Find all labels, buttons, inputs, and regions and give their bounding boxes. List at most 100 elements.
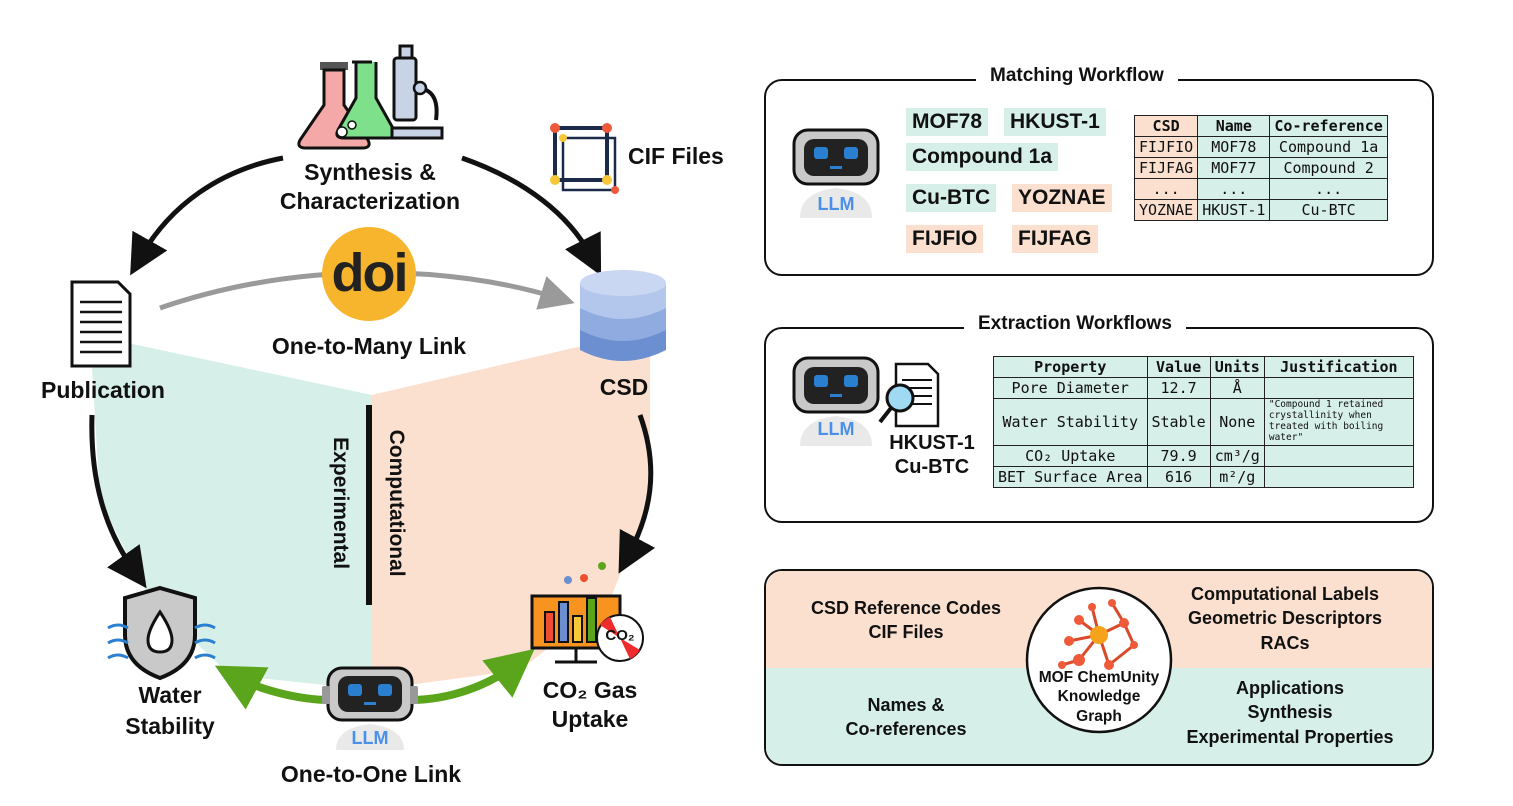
extraction-table: Property Value Units Justification Pore … xyxy=(993,356,1414,488)
cell: ... xyxy=(1269,178,1388,200)
cell: FIJFIO xyxy=(1133,136,1199,158)
kg-tl-line2: CIF Files xyxy=(868,622,944,643)
kg-bottom-right: Applications Synthesis Experimental Prop… xyxy=(1160,676,1420,749)
extraction-llm-label: LLM xyxy=(817,419,855,439)
cell: Compound 2 xyxy=(1269,157,1388,179)
uptake-label: Uptake xyxy=(551,706,629,732)
table-row: FIJFAG MOF77 Compound 2 xyxy=(1133,157,1388,179)
chip-fijfag: FIJFAG xyxy=(1012,225,1098,253)
cell: BET Surface Area xyxy=(993,465,1148,488)
experimental-label: Experimental xyxy=(329,437,353,570)
extraction-title: Extraction Workflows xyxy=(964,313,1186,335)
water-label-line: Water Stability xyxy=(125,682,215,740)
water-stability-label: Water Stability xyxy=(100,680,240,742)
matching-header-row: CSD Name Co-reference xyxy=(1133,115,1388,137)
kg-center-line2: Knowledge xyxy=(1057,688,1141,706)
kg-center-line3: Graph xyxy=(1076,707,1122,725)
cell xyxy=(1263,465,1414,488)
col-name: Name xyxy=(1197,115,1271,137)
extraction-robot-magnifier-icon xyxy=(792,356,940,446)
cell: m²/g xyxy=(1209,465,1265,488)
publication-label: Publication xyxy=(41,377,165,403)
col-csd: CSD xyxy=(1133,115,1199,137)
col-property: Property xyxy=(993,356,1148,378)
cif-files-label: CIF Files xyxy=(628,143,724,169)
robot-icon xyxy=(322,666,418,750)
computational-label: Computational xyxy=(385,429,409,577)
cell: CO₂ Uptake xyxy=(993,444,1148,467)
shield-drop-icon xyxy=(107,585,216,681)
col-justification: Justification xyxy=(1263,356,1414,378)
kg-top-right: Computational Labels Geometric Descripto… xyxy=(1160,582,1410,655)
kg-center-label: MOF ChemUnity Knowledge Graph xyxy=(1024,668,1174,726)
cell: 616 xyxy=(1146,465,1211,488)
doi-icon xyxy=(322,227,416,321)
co2-gas-label: CO₂ Gas xyxy=(542,677,638,703)
cell: Stable xyxy=(1146,398,1211,446)
extraction-material-2: Cu-BTC xyxy=(894,456,970,478)
kg-tr-line3: RACs xyxy=(1260,632,1310,653)
kg-bl-line2: Co-references xyxy=(845,719,967,740)
table-row: FIJFIO MOF78 Compound 1a xyxy=(1133,136,1388,158)
arrow-csd-to-co2 xyxy=(618,414,656,574)
kg-tr-line1: Computational Labels xyxy=(1190,584,1379,604)
microscope-icon xyxy=(390,44,444,140)
table-row: BET Surface Area 616 m²/g xyxy=(993,465,1414,488)
cell: HKUST-1 xyxy=(1197,199,1271,221)
col-units: Units xyxy=(1209,356,1265,378)
extraction-material-1: HKUST-1 xyxy=(889,432,975,454)
csd-label: CSD xyxy=(599,374,649,400)
arrow-llm-to-water xyxy=(214,665,331,710)
arrow-llm-to-co2 xyxy=(409,648,535,704)
synthesis-label: Synthesis & Characterization xyxy=(279,159,461,214)
kg-br-line3: Experimental Properties xyxy=(1186,726,1394,747)
table-row: YOZNAE HKUST-1 Cu-BTC xyxy=(1133,199,1388,221)
cell: YOZNAE xyxy=(1133,199,1199,221)
co2-badge: CO₂ xyxy=(605,627,635,644)
kg-br-line2: Synthesis xyxy=(1247,702,1333,723)
matching-robot-icon xyxy=(792,128,880,218)
table-row: ... ... ... xyxy=(1133,178,1388,200)
arrow-publication-to-water xyxy=(89,414,147,589)
chip-fijfio: FIJFIO xyxy=(906,225,984,253)
matching-llm-label: LLM xyxy=(817,194,855,214)
kg-br-line1: Applications xyxy=(1235,678,1344,698)
cell: MOF77 xyxy=(1197,157,1271,179)
chip-compound1a: Compound 1a xyxy=(906,143,1058,171)
col-value: Value xyxy=(1146,356,1211,378)
cell xyxy=(1263,444,1414,467)
kg-top-left: CSD Reference Codes CIF Files xyxy=(786,596,1026,645)
left-diagram-graphics xyxy=(70,44,666,750)
graph-icon xyxy=(1025,586,1173,734)
col-coref: Co-reference xyxy=(1269,115,1388,137)
table-row: CO₂ Uptake 79.9 cm³/g xyxy=(993,444,1414,467)
cell: cm³/g xyxy=(1209,444,1265,467)
cell: 12.7 xyxy=(1146,377,1211,399)
cell: None xyxy=(1209,398,1265,446)
cell: MOF78 xyxy=(1197,136,1271,158)
chip-hkust1: HKUST-1 xyxy=(1004,108,1106,136)
arrow-synthesis-to-csd xyxy=(461,155,602,276)
chip-mof78: MOF78 xyxy=(906,108,989,136)
cell: 79.9 xyxy=(1146,444,1211,467)
arrow-synthesis-to-publication xyxy=(130,155,284,276)
lab-flask-icon xyxy=(297,60,397,150)
kg-bl-line1: Names & xyxy=(867,695,945,715)
database-icon xyxy=(580,270,666,361)
doi-text: doi xyxy=(331,243,409,303)
table-row: Pore Diameter 12.7 Å xyxy=(993,377,1414,399)
chip-cubtc: Cu-BTC xyxy=(906,184,997,212)
one-to-many-label: One-to-Many Link xyxy=(271,333,467,359)
matching-title: Matching Workflow xyxy=(976,65,1178,87)
cell: Pore Diameter xyxy=(993,377,1148,399)
one-to-one-label: One-to-One Link xyxy=(280,761,462,787)
table-row: Water Stability Stable None "Compound 1 … xyxy=(993,398,1414,446)
cell xyxy=(1263,377,1414,399)
chart-board-icon xyxy=(530,562,644,664)
chip-yoznae: YOZNAE xyxy=(1012,184,1112,212)
cell: Water Stability xyxy=(993,398,1148,446)
cell: ... xyxy=(1133,178,1199,200)
cell: Å xyxy=(1209,377,1265,399)
kg-tr-line2: Geometric Descriptors xyxy=(1187,608,1383,629)
justification-cell: "Compound 1 retained crystallinity when … xyxy=(1263,398,1414,446)
